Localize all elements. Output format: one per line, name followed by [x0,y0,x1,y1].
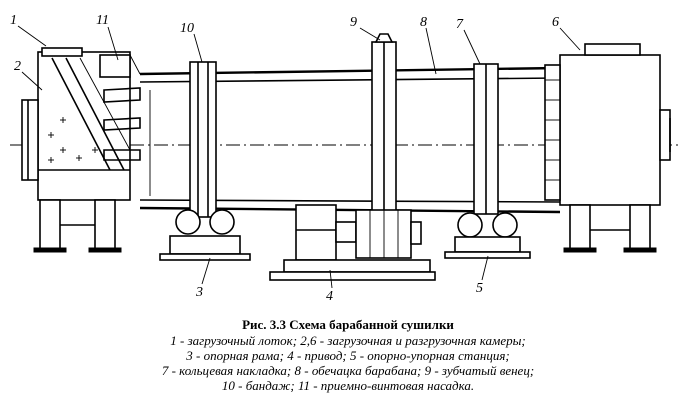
svg-text:6: 6 [552,15,559,30]
svg-text:3: 3 [195,285,203,300]
callout-6: 6 [552,15,581,51]
support-thrust-station [444,212,531,259]
svg-text:10: 10 [180,21,194,36]
legend-line: 3 - опорная рама; 4 - привод; 5 - опорно… [186,348,510,363]
svg-text:5: 5 [476,281,483,296]
figure-caption: Рис. 3.3 Схема барабанной сушилки 1 - за… [0,316,696,393]
tire-ring-left [189,61,217,218]
legend-line: 10 - бандаж; 11 - приемно-винтовая насад… [221,378,475,393]
support-frame [159,209,251,261]
callout-1: 1 [10,13,47,47]
drive-unit [269,204,436,281]
svg-text:9: 9 [350,15,357,30]
callout-9: 9 [350,15,381,41]
unloading-chamber [544,43,671,253]
callout-2: 2 [14,59,43,91]
screw-insert [99,54,141,161]
svg-text:8: 8 [420,15,427,30]
callout-7: 7 [456,17,481,65]
caption-title: Рис. 3.3 Схема барабанной сушилки [242,317,454,332]
svg-text:7: 7 [456,17,464,32]
callout-5: 5 [476,255,489,296]
svg-text:2: 2 [14,59,21,74]
svg-text:1: 1 [10,13,17,28]
callout-10: 10 [180,21,203,63]
svg-text:4: 4 [326,289,333,304]
svg-text:11: 11 [96,13,109,28]
callout-8: 8 [420,15,437,75]
callout-11: 11 [96,13,119,61]
callout-3: 3 [195,257,211,300]
legend-line: 7 - кольцевая накладка; 8 - обечацка бар… [161,363,535,378]
gear-ring [371,33,397,221]
tire-ring-right [473,63,499,215]
legend-line: 1 - загрузочный лоток; 2,6 - загрузочная… [170,333,526,348]
loading-chamber [21,47,131,253]
callout-4: 4 [326,269,333,304]
dryer-drum-schematic: 1 11 2 10 9 8 7 6 3 4 5 [10,13,680,304]
